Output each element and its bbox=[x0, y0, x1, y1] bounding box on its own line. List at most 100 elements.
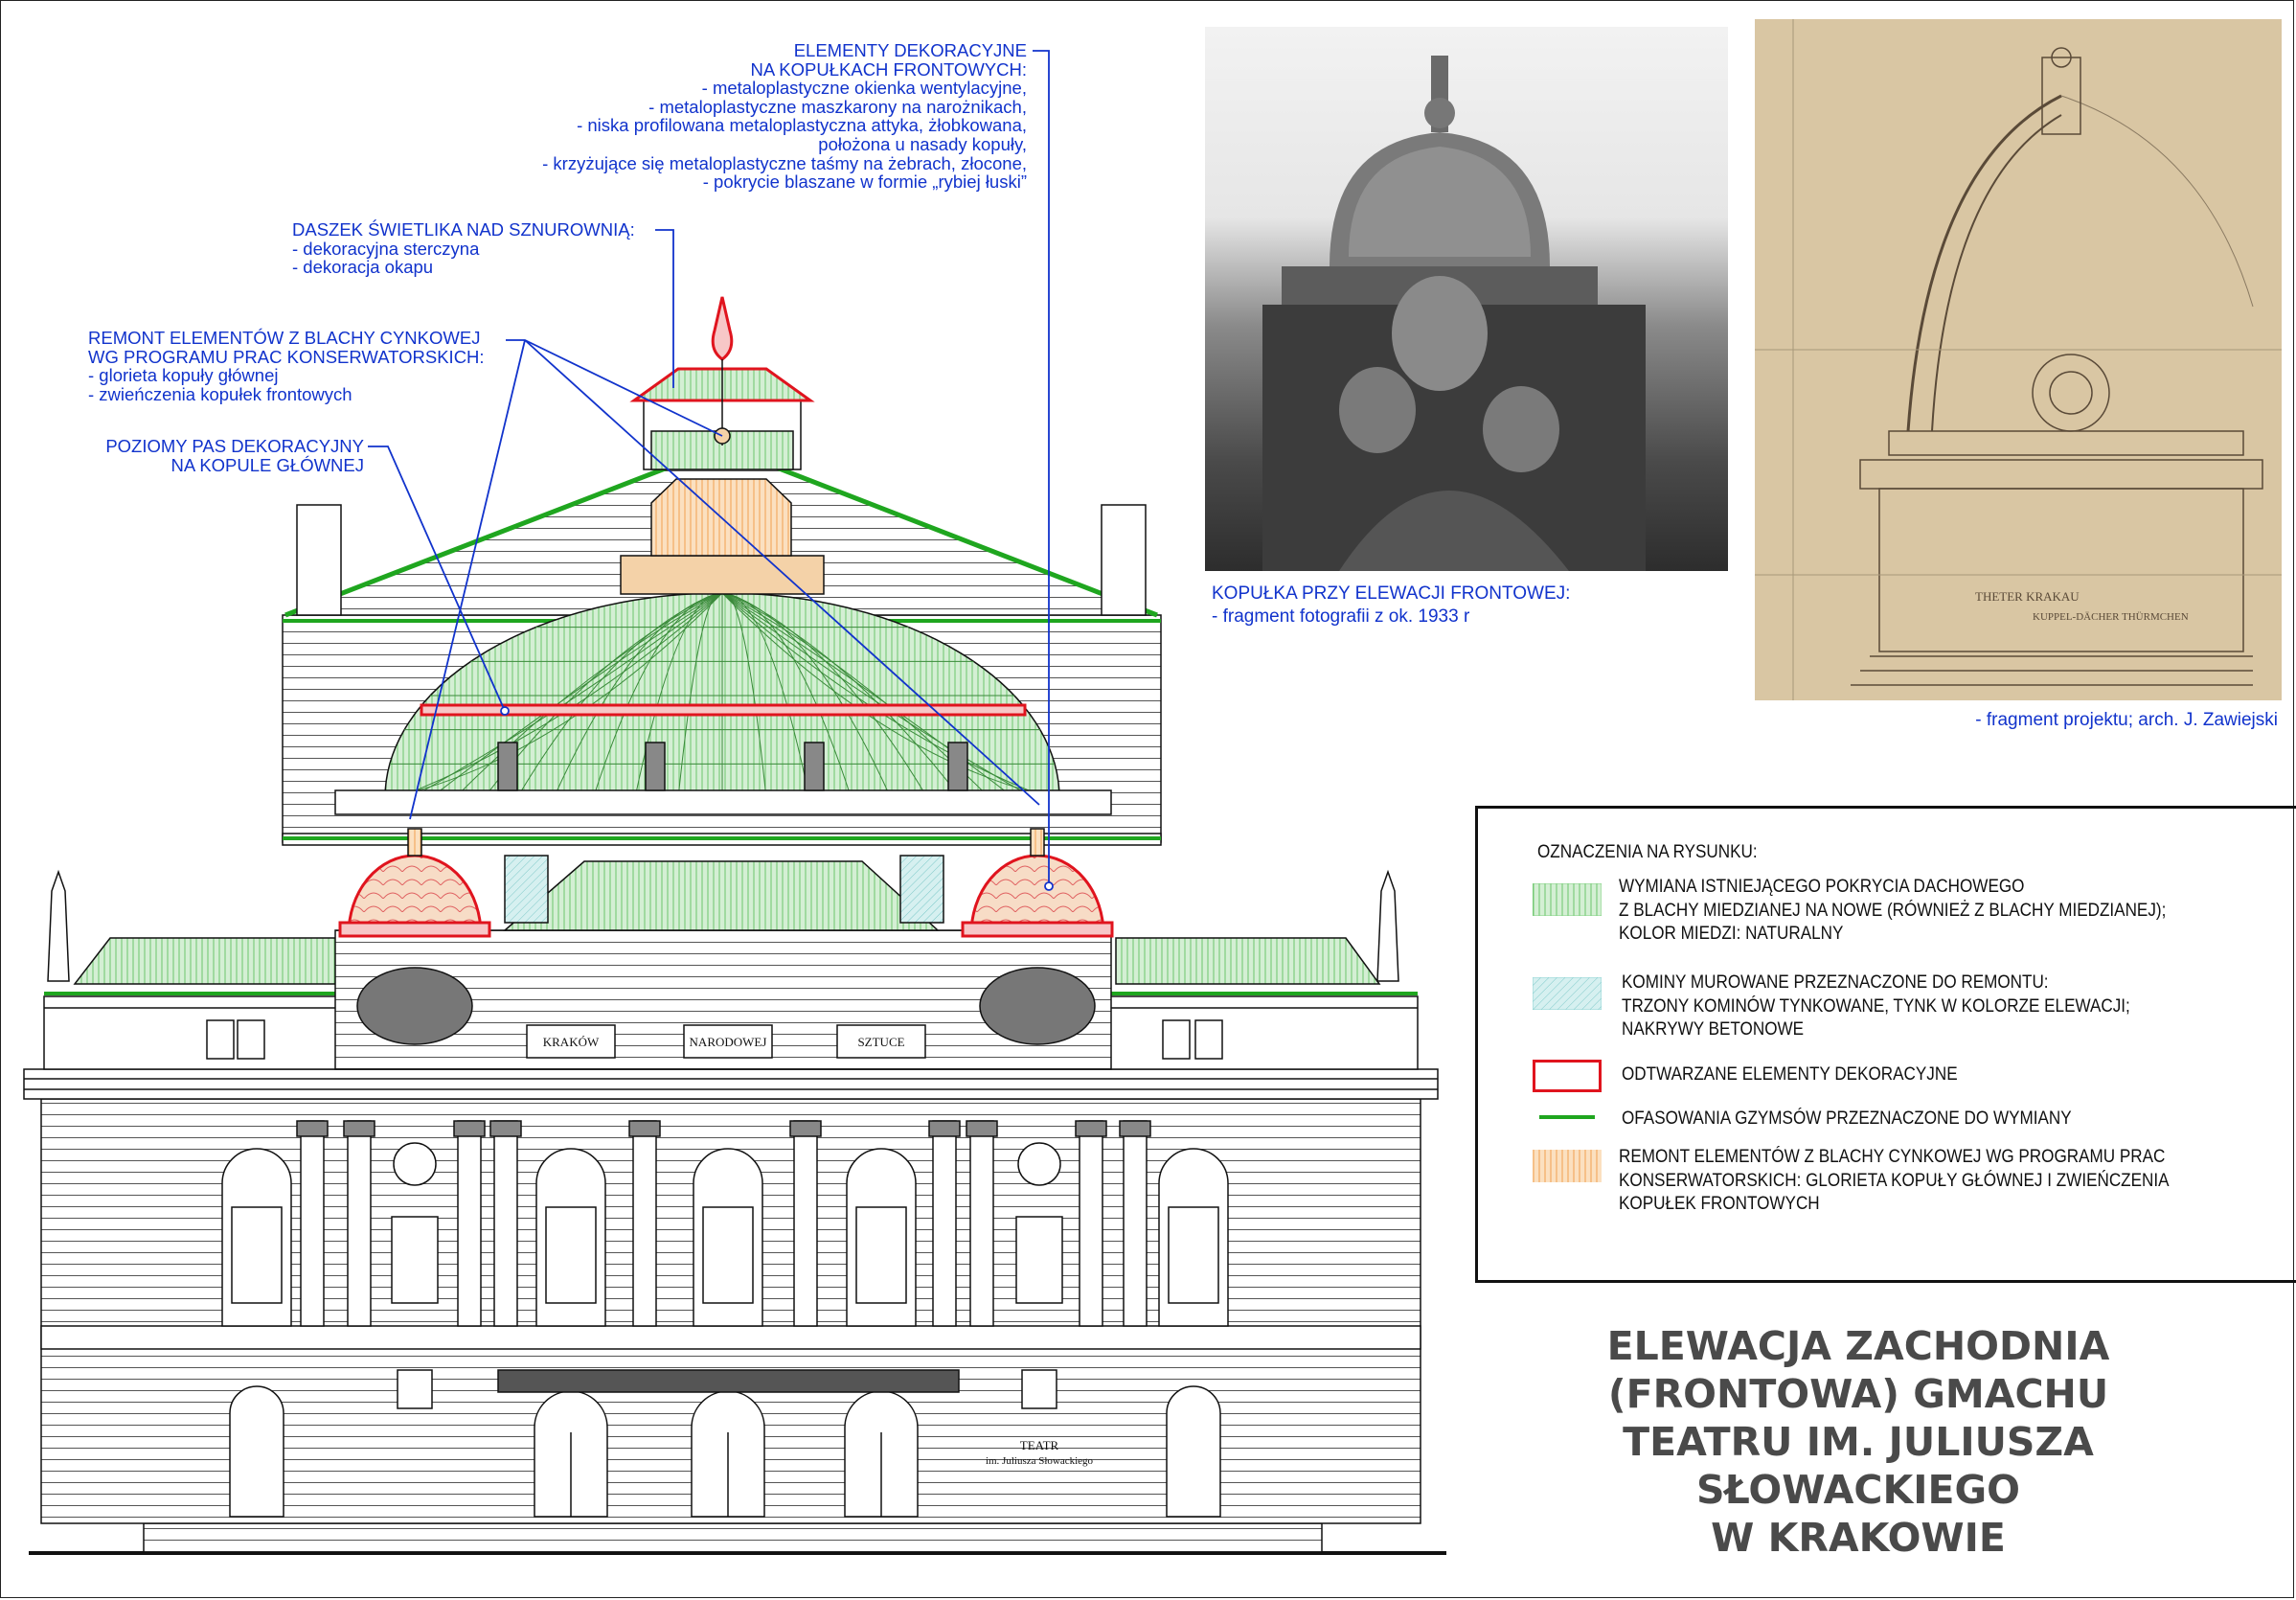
arched-window bbox=[1158, 1148, 1229, 1327]
arched-window bbox=[535, 1148, 606, 1327]
legend-line: WYMIANA ISTNIEJĄCEGO POKRYCIA DACHOWEGO bbox=[1619, 877, 2025, 897]
legend-swatch-orange-hatch bbox=[1533, 1150, 1602, 1182]
gable-pedestal-right bbox=[1101, 504, 1147, 616]
theatre-plaque-line1: TEATR bbox=[1020, 1438, 1059, 1452]
small-window bbox=[1021, 1369, 1057, 1409]
leader-zinc-3 bbox=[409, 339, 526, 820]
annotation-title: NA KOPULE GŁÓWNEJ bbox=[170, 454, 365, 475]
legend-line: REMONT ELEMENTÓW Z BLACHY CYNKOWEJ WG PR… bbox=[1619, 1147, 2166, 1167]
annotation-front-domes: ELEMENTY DEKORACYJNE NA KOPUŁKACH FRONTO… bbox=[542, 41, 1027, 192]
sculpture-group-left bbox=[356, 967, 473, 1045]
dome-rib bbox=[721, 592, 1015, 799]
sketch-inscription-2: KUPPEL-DÄCHER THÜRMCHEN bbox=[2033, 611, 2189, 623]
arched-window bbox=[846, 1148, 917, 1327]
window-frame bbox=[702, 1206, 754, 1304]
photo-caption: KOPUŁKA PRZY ELEWACJI FRONTOWEJ: - fragm… bbox=[1212, 583, 1570, 629]
dome-statue bbox=[804, 742, 825, 791]
annotation-item: - krzyżujące się metaloplastyczne taśmy … bbox=[542, 152, 1027, 173]
sign-sztuce-text: SZTUCE bbox=[857, 1035, 904, 1049]
legend-item-chimneys: KOMINY MUROWANE PRZEZNACZONE DO REMONTU:… bbox=[1622, 971, 2130, 1042]
main-cornice bbox=[23, 1068, 1439, 1100]
window bbox=[1015, 1216, 1063, 1304]
annotation-title: ELEMENTY DEKORACYJNE bbox=[793, 40, 1027, 60]
annotation-item: - niska profilowana metaloplastyczna att… bbox=[577, 115, 1027, 136]
sign-narodowej-text: NARODOWEJ bbox=[690, 1035, 767, 1049]
pilaster bbox=[969, 1120, 994, 1327]
pilaster bbox=[347, 1120, 372, 1327]
front-dome-finial-right bbox=[1030, 828, 1045, 857]
arched-window bbox=[221, 1148, 292, 1327]
dome-rib bbox=[721, 592, 892, 799]
pilaster bbox=[457, 1120, 482, 1327]
legend-line: KOLOR MIEDZI: NATURALNY bbox=[1619, 924, 1844, 944]
window-frame bbox=[545, 1206, 597, 1304]
obelisk-left bbox=[47, 869, 70, 982]
dome-drum bbox=[334, 789, 1112, 815]
annotation-title: REMONT ELEMENTÓW Z BLACHY CYNKOWEJ bbox=[88, 328, 481, 348]
attic-window bbox=[1162, 1019, 1191, 1060]
mid-cornice bbox=[40, 1325, 1421, 1350]
title-line: W KRAKOWIE bbox=[1711, 1515, 2006, 1561]
sketch-caption: - fragment projektu; arch. J. Zawiejski bbox=[1975, 710, 2278, 730]
pilaster-capital bbox=[489, 1120, 522, 1137]
sign-sztuce bbox=[836, 1024, 926, 1059]
attic-window bbox=[237, 1019, 265, 1060]
arched-window bbox=[693, 1148, 763, 1327]
legend-item-cornice-flashing: OFASOWANIA GZYMSÓW PRZEZNACZONE DO WYMIA… bbox=[1622, 1109, 2072, 1129]
window-frame bbox=[855, 1206, 907, 1304]
pilaster-capital bbox=[966, 1120, 998, 1137]
leader-dome-band bbox=[368, 446, 506, 712]
annotation-title: POZIOMY PAS DEKORACYJNY bbox=[105, 436, 364, 456]
pilaster-capital bbox=[453, 1120, 486, 1137]
pilaster-capital bbox=[628, 1120, 661, 1137]
pilaster bbox=[300, 1120, 325, 1327]
annotation-item: położona u nasady kopuły, bbox=[818, 133, 1027, 154]
sign-narodowej bbox=[683, 1024, 773, 1059]
window-frame bbox=[1168, 1206, 1219, 1304]
legend-item-zinc-repair: REMONT ELEMENTÓW Z BLACHY CYNKOWEJ WG PR… bbox=[1619, 1146, 2170, 1217]
pilaster-capital bbox=[789, 1120, 822, 1137]
pilaster-capital bbox=[928, 1120, 961, 1137]
annotation-item: - dekoracyjna sterczyna bbox=[292, 238, 480, 259]
legend-item-decorations: ODTWARZANE ELEMENTY DEKORACYJNE bbox=[1622, 1064, 1958, 1085]
historic-photo bbox=[1205, 27, 1728, 571]
legend-line: KOMINY MUROWANE PRZEZNACZONE DO REMONTU: bbox=[1622, 972, 2049, 993]
chimney-left bbox=[504, 855, 549, 924]
attic-window bbox=[1194, 1019, 1223, 1060]
legend-line: NAKRYWY BETONOWE bbox=[1622, 1019, 1805, 1040]
front-dome-finial-left bbox=[407, 828, 422, 857]
historic-sketch: THETER KRAKAU KUPPEL-DÄCHER THÜRMCHEN bbox=[1755, 19, 2282, 700]
legend-swatch-green-hatch bbox=[1533, 883, 1602, 916]
obelisk-right bbox=[1376, 869, 1399, 982]
photo-caption-title: KOPUŁKA PRZY ELEWACJI FRONTOWEJ: bbox=[1212, 583, 1571, 604]
legend-line: Z BLACHY MIEDZIANEJ NA NOWE (RÓWNIEŻ Z B… bbox=[1619, 900, 2167, 921]
annotation-item: - metaloplastyczne maszkarony na narożni… bbox=[648, 96, 1027, 117]
title-line: TEATRU IM. JULIUSZA SŁOWACKIEGO bbox=[1623, 1419, 2094, 1513]
leader-front-domes bbox=[1033, 50, 1050, 886]
sign-krakow-text: KRAKÓW bbox=[543, 1035, 600, 1049]
annotation-skylight-roof: DASZEK ŚWIETLIKA NAD SZNUROWNIĄ: - dekor… bbox=[292, 220, 635, 277]
title-line: (FRONTOWA) GMACHU bbox=[1607, 1371, 2109, 1417]
pilaster bbox=[1123, 1120, 1148, 1327]
dome-statue bbox=[645, 742, 666, 791]
side-door bbox=[229, 1385, 284, 1518]
entrance-canopy bbox=[497, 1369, 960, 1393]
legend-swatch-cyan-hatch bbox=[1533, 977, 1602, 1010]
annotation-item: - metaloplastyczne okienka wentylacyjne, bbox=[701, 78, 1027, 99]
middle-roof bbox=[502, 860, 940, 931]
gable-pedestal-left bbox=[296, 504, 342, 616]
pilaster bbox=[793, 1120, 818, 1327]
building bbox=[23, 296, 1446, 1555]
annotation-title: NA KOPUŁKACH FRONTOWYCH: bbox=[750, 58, 1027, 80]
skylight-finial bbox=[711, 296, 734, 361]
sketch-inscription-1: THETER KRAKAU bbox=[1975, 589, 2080, 604]
drawing-title: ELEWACJA ZACHODNIA (FRONTOWA) GMACHU TEA… bbox=[1475, 1322, 2241, 1562]
glorieta-balcony bbox=[620, 555, 825, 595]
annotation-title: WG PROGRAMU PRAC KONSERWATORSKICH: bbox=[88, 346, 485, 367]
annotation-dome-band: POZIOMY PAS DEKORACYJNY NA KOPULE GŁÓWNE… bbox=[105, 437, 364, 474]
pilaster bbox=[1079, 1120, 1103, 1327]
pilaster-capital bbox=[1119, 1120, 1151, 1137]
small-window bbox=[397, 1369, 433, 1409]
attic-window bbox=[206, 1019, 235, 1060]
legend-title: OZNACZENIA NA RYSUNKU: bbox=[1537, 842, 1758, 862]
